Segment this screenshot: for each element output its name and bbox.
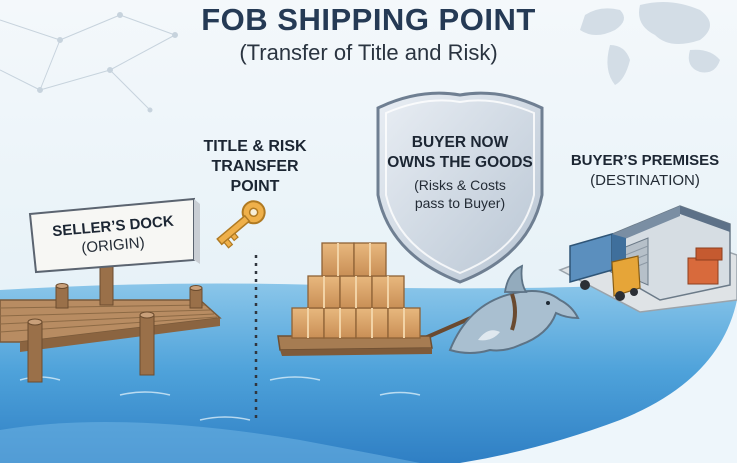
shield-icon	[376, 91, 544, 284]
transfer-point-line-3: POINT	[230, 178, 280, 195]
cargo-raft	[277, 335, 433, 356]
transfer-point-line-1: TITLE & RISK	[203, 138, 307, 155]
shield-line-2: OWNS THE GOODS	[387, 154, 533, 171]
sea-foreground-wave	[0, 422, 420, 463]
transfer-point-label: TITLE & RISK TRANSFER POINT	[180, 137, 330, 197]
buyer-premises-title: BUYER’S PREMISES	[570, 152, 720, 169]
seller-sign-board	[28, 197, 200, 274]
shield-line-4: pass to Buyer)	[414, 195, 506, 211]
buyer-warehouse-island	[558, 205, 737, 313]
shield-line-1: BUYER NOW	[411, 134, 509, 151]
buyer-premises-subtitle: (DESTINATION)	[590, 172, 700, 189]
dolphin-illustration	[448, 264, 580, 354]
world-map-decoration	[580, 1, 720, 85]
cargo-boxes	[291, 242, 421, 339]
shield-heading: BUYER NOW OWNS THE GOODS	[385, 133, 535, 173]
page-title: FOB SHIPPING POINT	[201, 2, 536, 37]
shield-line-3: (Risks & Costs	[414, 177, 506, 193]
shield-note: (Risks & Costs pass to Buyer)	[385, 176, 535, 212]
network-lines-decoration	[0, 12, 178, 113]
seller-dock	[0, 254, 222, 383]
shore-swoosh	[460, 300, 737, 463]
transfer-point-line-2: TRANSFER	[211, 158, 299, 175]
key-icon	[216, 200, 266, 249]
page-subtitle: (Transfer of Title and Risk)	[239, 40, 498, 65]
